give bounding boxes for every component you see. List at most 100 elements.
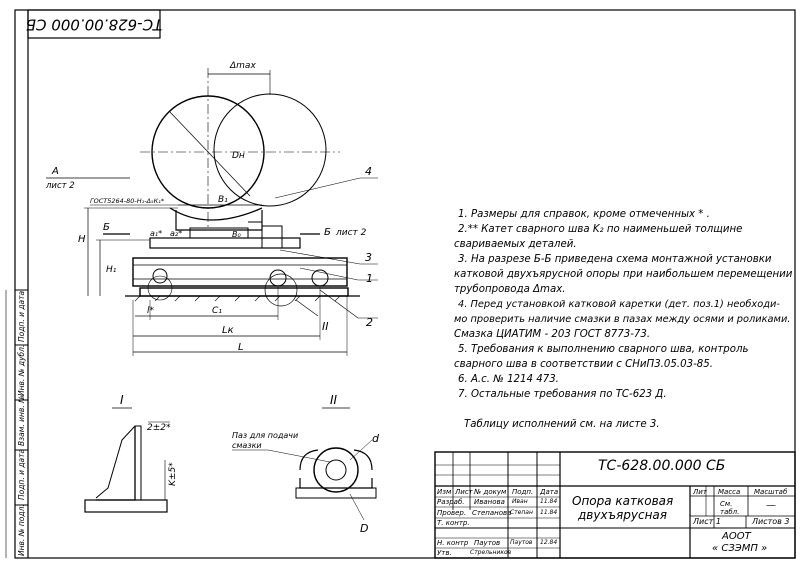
gost-weld: ГОСТ5264-80-Н₁-Δ₅К₁* — [90, 197, 165, 205]
detail-ii-callout — [264, 273, 298, 307]
a2-label: a₂* — [170, 229, 182, 238]
d-small-label: d — [372, 432, 380, 445]
grease-note-1: Паз для подачи — [232, 431, 298, 440]
roller — [269, 269, 287, 287]
row-date: 11.84 — [540, 509, 558, 516]
l-star-label: l* — [147, 306, 155, 316]
note-line: 5. Требования к выполнению сварного шва,… — [458, 344, 749, 355]
roller-carriage — [132, 257, 348, 287]
mass-value: См. табл. — [720, 500, 740, 516]
note-line: мо проверить наличие смазки в пазах межд… — [454, 314, 791, 325]
title-block — [434, 451, 796, 559]
hdr-scale: Масштаб — [754, 488, 788, 496]
row-role: Провер. — [437, 509, 467, 517]
lk-label: Lк — [222, 325, 234, 336]
pos-2: 2 — [366, 316, 373, 329]
outer-frame — [14, 9, 796, 559]
h1-label: H₁ — [106, 265, 117, 275]
section-b-left-label: Б — [103, 222, 110, 233]
side-stamp-label: Инв. № подл. — [17, 504, 26, 556]
hdr-date: Дата — [540, 488, 559, 496]
row-date: 12.84 — [540, 539, 558, 546]
leader-2 — [319, 289, 359, 319]
sheet-count: Листов 3 — [752, 517, 790, 526]
scale-value: — — [766, 500, 776, 511]
note-line: Смазка ЦИАТИМ - 203 ГОСТ 8773-73. — [454, 329, 651, 340]
row-sign: Иван — [512, 498, 528, 505]
hdr-sign: Подп. — [512, 488, 534, 496]
note-line: 6. А.с. № 1214 473. — [458, 374, 559, 385]
h-label: H — [78, 234, 86, 245]
note-line: катковой двухъярусной опоры при наибольш… — [454, 269, 793, 280]
detail-i: I 2±2* K±5* — [84, 393, 178, 513]
row-name: Паутов — [474, 539, 501, 547]
side-stamp-label: Взам. инв. № — [17, 395, 26, 446]
note-line: 1. Размеры для справок, кроме отмеченных… — [458, 209, 710, 220]
pos-1: 1 — [366, 272, 373, 285]
b1-label: B₁ — [218, 195, 228, 205]
dn-label: Dн — [232, 151, 245, 161]
pipe-circle-shifted — [213, 93, 327, 207]
row-name: Иванова — [474, 498, 505, 506]
grease-note-2: смазки — [232, 441, 262, 450]
row-role: Т. контр. — [437, 519, 470, 527]
org-line1: АООТ — [722, 531, 751, 542]
note-line: свариваемых деталей. — [454, 239, 577, 250]
pos-3: 3 — [365, 251, 372, 264]
weld-gap-label: 2±2* — [147, 423, 171, 433]
title-name-line1: Опора катковая — [572, 494, 674, 508]
saddle-body — [175, 210, 263, 231]
side-stamp-label: Подп. и дата — [17, 290, 26, 342]
note-line: 4. Перед установкой катковой каретки (де… — [458, 299, 780, 310]
detail-i-callout — [147, 275, 173, 301]
flipped-designation-box — [27, 9, 161, 39]
title-name-line2: двухъярусная — [578, 508, 668, 522]
leader-4 — [274, 177, 361, 199]
a1-label: a₁* — [150, 229, 162, 238]
delta-max-label: Δmax — [229, 61, 256, 71]
side-stamp-label: Подп. и дата — [17, 448, 26, 500]
dn-dim — [169, 111, 251, 197]
hdr-doc: № докум — [474, 488, 507, 496]
main-view: Δmax Dн B₁ B₀ 4 3 1 — [45, 61, 378, 356]
row-role: Утв. — [437, 549, 452, 557]
note-line: 3. На разрезе Б-Б приведена схема монтаж… — [458, 254, 772, 265]
view-a-label: A — [51, 166, 59, 177]
flipped-designation: ТС-628.00.000 СБ — [26, 16, 162, 34]
shifted-block — [261, 225, 283, 249]
detail-i-label: I — [120, 393, 124, 407]
detail-ii-label: II — [330, 393, 338, 407]
axle-detail — [325, 459, 347, 481]
hdr-izm: Изм — [437, 488, 452, 496]
b0-label: B₀ — [232, 230, 241, 239]
org-line2: « СЗЭМП » — [712, 543, 768, 554]
hdr-lit: Лит — [693, 488, 707, 496]
d-big-label: D — [360, 522, 368, 535]
c1-label: C₁ — [212, 306, 222, 316]
section-b-right-label: Б — [324, 227, 331, 238]
pos-4: 4 — [365, 165, 372, 178]
leader-1 — [299, 267, 359, 281]
section-b-right-sheet: лист 2 — [335, 228, 367, 238]
roller — [152, 268, 168, 284]
side-stamp-label: Инв. № дубл. — [17, 344, 26, 396]
hatch — [134, 295, 341, 302]
saddle — [169, 207, 263, 221]
upper-plate — [149, 237, 301, 249]
row-sign: Степан — [510, 509, 533, 516]
note-line: 2.** Катет сварного шва K₂ по наименьшей… — [458, 224, 743, 235]
weld-base — [84, 499, 168, 513]
leader-3 — [279, 249, 361, 265]
hdr-list: Лист — [455, 488, 473, 496]
view-a-sheet: лист 2 — [45, 181, 75, 191]
row-name: Стрельников — [470, 549, 512, 556]
row-name: Степанова — [472, 509, 512, 517]
row-role: Н. контр — [437, 539, 469, 547]
roller-detail — [313, 447, 359, 493]
sheet-number: Лист 1 — [693, 517, 721, 526]
note-line: трубопровода Δmax. — [454, 284, 566, 295]
note-line: 7. Остальные требования по ТС-623 Д. — [458, 389, 667, 400]
shifted-saddle — [248, 221, 263, 248]
view-ii-mark: II — [322, 320, 329, 333]
